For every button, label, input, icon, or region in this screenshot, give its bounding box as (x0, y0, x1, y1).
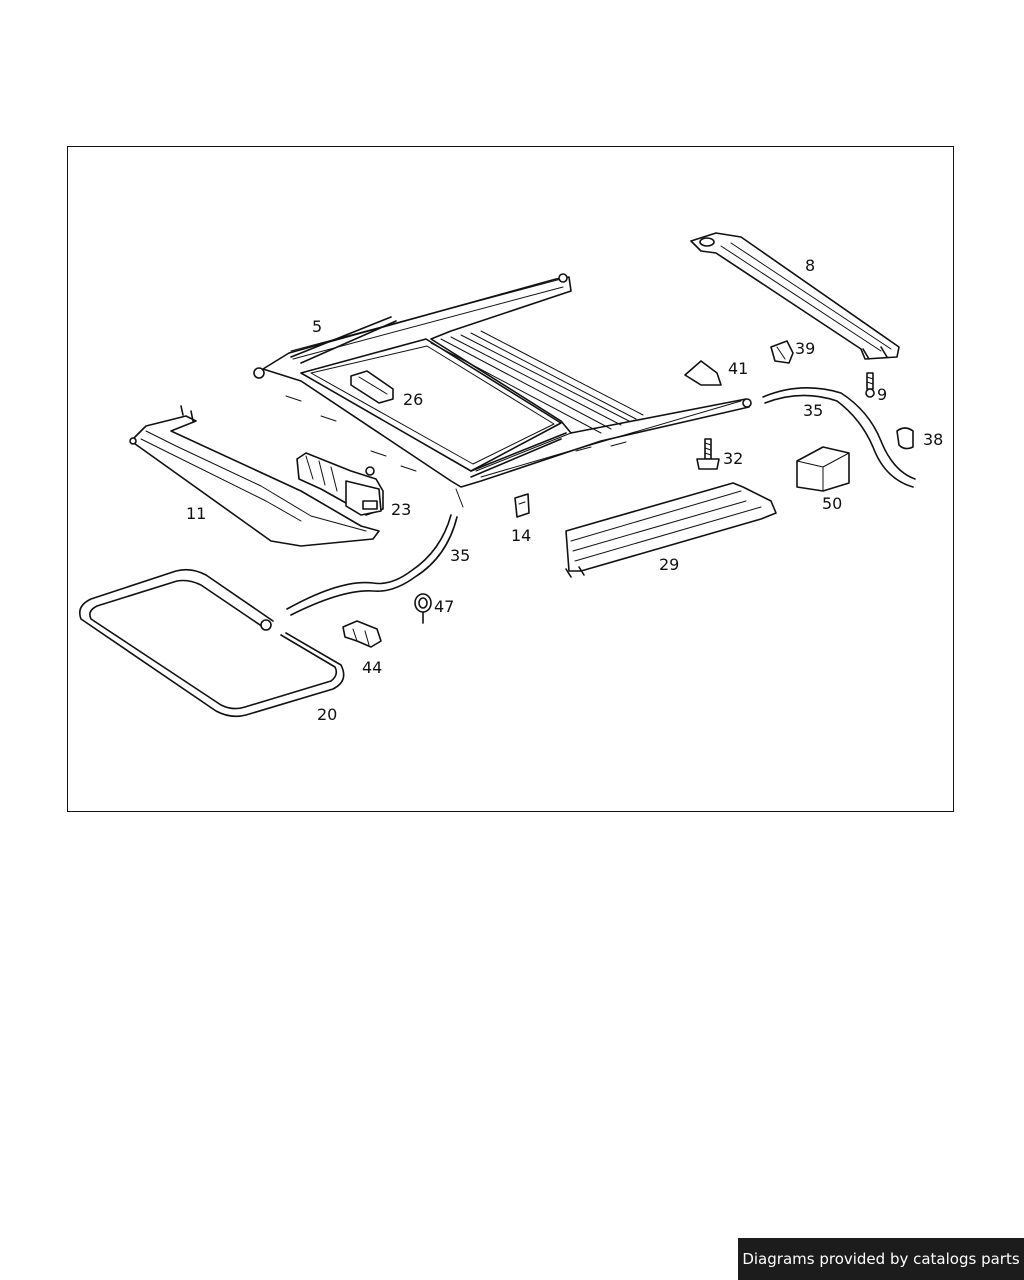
part-23-motor[interactable] (296, 452, 384, 516)
part-9-screw[interactable] (865, 372, 875, 398)
callout-23: 23 (391, 500, 411, 519)
callout-50: 50 (822, 494, 842, 513)
parts-diagram-frame: 5 8 9 11 14 20 23 26 29 32 35 35 38 39 4… (67, 146, 954, 812)
callout-35-front: 35 (450, 546, 470, 565)
part-14-clip[interactable] (514, 493, 530, 518)
part-11-wind-deflector[interactable] (129, 405, 380, 547)
part-35-drain-hose-rear[interactable] (762, 387, 916, 488)
part-29-guide-rail[interactable] (565, 482, 777, 578)
callout-8: 8 (805, 256, 815, 275)
callout-41: 41 (728, 359, 748, 378)
callout-5: 5 (312, 317, 322, 336)
part-47-grommet[interactable] (414, 593, 432, 624)
part-35-drain-hose-front[interactable] (286, 514, 458, 616)
part-39-clip[interactable] (770, 340, 794, 364)
credit-badge: Diagrams provided by catalogs parts (738, 1238, 1024, 1280)
callout-47: 47 (434, 597, 454, 616)
part-8-rear-rail[interactable] (690, 232, 900, 360)
callout-35-rear: 35 (803, 401, 823, 420)
part-26-switch[interactable] (350, 370, 394, 404)
parts-diagram: 5 8 9 11 14 20 23 26 29 32 35 35 38 39 4… (78, 232, 943, 724)
credit-text: Diagrams provided by catalogs parts (742, 1250, 1020, 1268)
part-32-bolt[interactable] (696, 438, 720, 470)
callout-44: 44 (362, 658, 382, 677)
callout-14: 14 (511, 526, 531, 545)
callout-32: 32 (723, 449, 743, 468)
callout-29: 29 (659, 555, 679, 574)
callout-38: 38 (923, 430, 943, 449)
callout-11: 11 (186, 504, 206, 523)
part-44-holder[interactable] (342, 620, 382, 648)
callout-39: 39 (795, 339, 815, 358)
part-38-clamp[interactable] (896, 427, 914, 450)
part-20-seal[interactable] (78, 568, 345, 718)
callout-20: 20 (317, 705, 337, 724)
callout-26: 26 (403, 390, 423, 409)
part-41-bracket[interactable] (684, 360, 722, 386)
part-50-foam-block[interactable] (796, 446, 850, 492)
callout-labels: 5 8 9 11 14 20 23 26 29 32 35 35 38 39 4… (186, 256, 943, 724)
part-5-sunroof-frame[interactable] (253, 273, 752, 508)
callout-9: 9 (877, 385, 887, 404)
